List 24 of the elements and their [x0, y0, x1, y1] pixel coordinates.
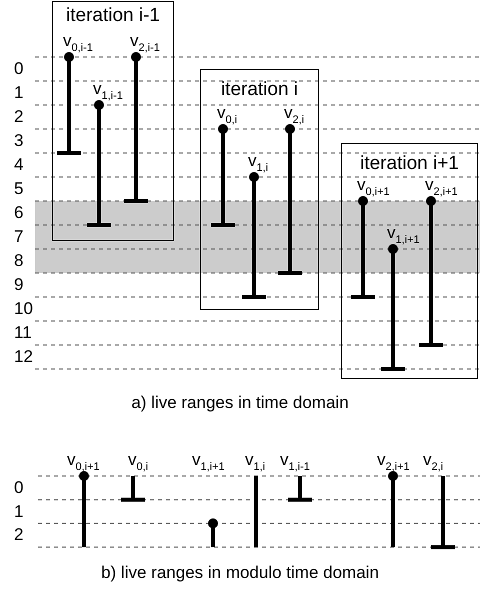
iteration-box	[52, 1, 174, 241]
row-number: 11	[14, 323, 32, 343]
row-number: 1	[14, 83, 24, 103]
iteration-box	[341, 143, 478, 379]
row-number: 0	[14, 478, 24, 498]
iteration-title: iteration i-1	[65, 6, 161, 26]
row-number: 9	[14, 275, 24, 295]
row-number: 0	[14, 59, 24, 79]
figure-caption: a) live ranges in time domain	[130, 393, 350, 413]
row-number: 8	[14, 251, 24, 271]
row-number: 12	[14, 347, 33, 367]
row-number: 2	[14, 525, 24, 546]
iteration-title: iteration i	[220, 80, 300, 100]
row-number: 10	[14, 299, 33, 319]
row-number: 3	[14, 131, 24, 151]
row-number: 7	[14, 227, 24, 247]
iteration-box	[200, 69, 319, 310]
row-number: 1	[14, 502, 24, 522]
row-number: 2	[14, 107, 24, 127]
row-number: 4	[14, 155, 24, 175]
iteration-title: iteration i+1	[359, 154, 460, 174]
row-number: 6	[14, 203, 24, 223]
figure-caption: b) live ranges in modulo time domain	[100, 563, 380, 583]
row-number: 5	[14, 179, 24, 199]
